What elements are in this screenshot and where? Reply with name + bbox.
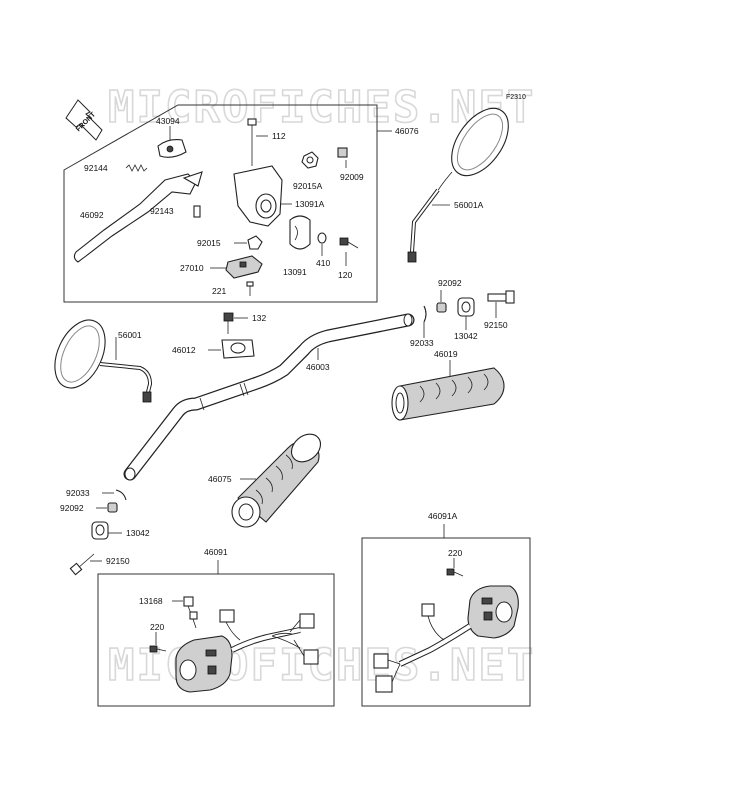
- label-92033-left: 92033: [66, 488, 90, 498]
- screw-220-right: [446, 568, 464, 577]
- collar-92143: [193, 205, 201, 218]
- right-switch-box: [361, 537, 531, 707]
- label-92092-left: 92092: [60, 503, 84, 513]
- label-410: 410: [316, 258, 330, 268]
- label-46091A: 46091A: [428, 511, 458, 521]
- lever-assembly-box: [63, 104, 378, 303]
- label-92150-left: 92150: [106, 556, 130, 566]
- bolt-92150-left: [69, 553, 95, 576]
- bolt-132: [223, 312, 234, 334]
- label-46003: 46003: [306, 362, 330, 372]
- lever-holder-13091A: [233, 165, 283, 227]
- weight-13042-left: [91, 521, 109, 540]
- label-92015A: 92015A: [293, 181, 323, 191]
- bolt-112: [247, 118, 257, 166]
- label-13091: 13091: [283, 267, 307, 277]
- label-13042-right: 13042: [454, 331, 478, 341]
- label-92144: 92144: [84, 163, 108, 173]
- label-92150-right: 92150: [484, 320, 508, 330]
- part-92092-right: [436, 302, 447, 313]
- clamp-13091: [289, 215, 311, 250]
- left-grip-46075: [231, 433, 322, 528]
- part-92092-left: [107, 502, 118, 513]
- label-13042-left: 13042: [126, 528, 150, 538]
- label-13091A: 13091A: [295, 199, 325, 209]
- spring-92144: [125, 164, 148, 172]
- label-112: 112: [272, 131, 286, 141]
- clip-92033-right: [423, 305, 427, 323]
- diagram-code: F2310: [506, 94, 526, 101]
- connector-13168: [183, 596, 198, 629]
- label-220-right: 220: [448, 548, 462, 558]
- nut-92015: [247, 235, 263, 250]
- label-46019: 46019: [434, 349, 458, 359]
- bolt-92150-right: [487, 290, 515, 304]
- clutch-lever-46092: [73, 171, 203, 263]
- label-92015: 92015: [197, 238, 221, 248]
- right-mirror-56001A: [407, 107, 509, 263]
- throttle-grip-46019: [391, 367, 505, 421]
- label-221: 221: [212, 286, 226, 296]
- label-120: 120: [338, 270, 352, 280]
- label-46076: 46076: [395, 126, 419, 136]
- clip-92033-left: [115, 489, 127, 501]
- pivot-cover-43094: [157, 139, 187, 158]
- right-switch-housing-46091A: [373, 585, 519, 693]
- bolt-120: [339, 237, 359, 249]
- label-46091: 46091: [204, 547, 228, 557]
- switch-27010: [225, 255, 263, 279]
- screw-221: [246, 281, 254, 296]
- front-arrow-icon: FRONT: [65, 99, 103, 141]
- label-220-left: 220: [150, 622, 164, 632]
- label-27010: 27010: [180, 263, 204, 273]
- watermark-bottom: MICROFICHES.NET: [108, 640, 535, 691]
- left-mirror-56001: [54, 319, 153, 403]
- handlebar-46003: [123, 313, 415, 481]
- label-13168: 13168: [139, 596, 163, 606]
- label-46092: 46092: [80, 210, 104, 220]
- left-switch-box: [97, 573, 335, 707]
- screw-220-left: [149, 645, 167, 653]
- label-56001: 56001: [118, 330, 142, 340]
- nut-92015A: [301, 151, 319, 169]
- label-43094: 43094: [156, 116, 180, 126]
- label-132: 132: [252, 313, 266, 323]
- label-46012: 46012: [172, 345, 196, 355]
- watermark-top: MICROFICHES.NET: [108, 82, 535, 133]
- label-92033-right: 92033: [410, 338, 434, 348]
- label-92009: 92009: [340, 172, 364, 182]
- washer-410: [317, 232, 327, 244]
- label-46075: 46075: [208, 474, 232, 484]
- label-92092-right: 92092: [438, 278, 462, 288]
- holder-46012: [221, 339, 255, 359]
- weight-13042-right: [457, 297, 475, 317]
- label-56001A: 56001A: [454, 200, 484, 210]
- left-switch-housing-46091: [175, 609, 319, 693]
- screw-92009: [337, 147, 348, 168]
- label-92143: 92143: [150, 206, 174, 216]
